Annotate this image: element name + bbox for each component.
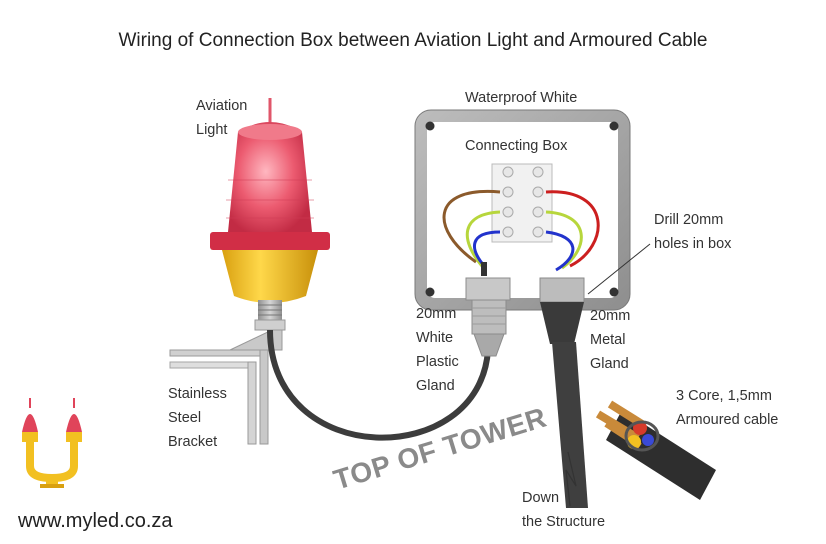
plastic-gland-label: 20mm White Plastic Gland — [416, 306, 459, 394]
metal-gland-label: 20mm Metal Gland — [590, 308, 631, 372]
bracket-label: Stainless Steel Bracket — [168, 386, 227, 450]
wires — [442, 189, 600, 276]
down-structure-label: Down the Structure — [522, 490, 606, 530]
drill-holes-leader — [587, 243, 651, 295]
website-footer: www.myled.co.za — [18, 510, 173, 532]
diagram-title: Wiring of Connection Box between Aviatio… — [118, 30, 708, 51]
armoured-cable-illustration — [595, 400, 716, 500]
light-cable — [267, 329, 491, 441]
metal-gland — [539, 277, 585, 344]
armoured-cable-label: 3 Core, 1,5mm Armoured cable — [676, 388, 779, 428]
aviation-light — [210, 98, 330, 331]
terminal-block — [491, 163, 553, 243]
twin-aviation-light-icon — [22, 398, 82, 488]
aviation-light-label: Aviation Light — [196, 98, 248, 138]
drill-holes-label: Drill 20mm holes in box — [654, 212, 732, 252]
white-plastic-gland — [465, 277, 511, 357]
down-structure-arrow — [565, 451, 577, 507]
armoured-cable-down — [552, 342, 588, 508]
connecting-box-label: Waterproof White Connecting Box — [465, 90, 578, 154]
